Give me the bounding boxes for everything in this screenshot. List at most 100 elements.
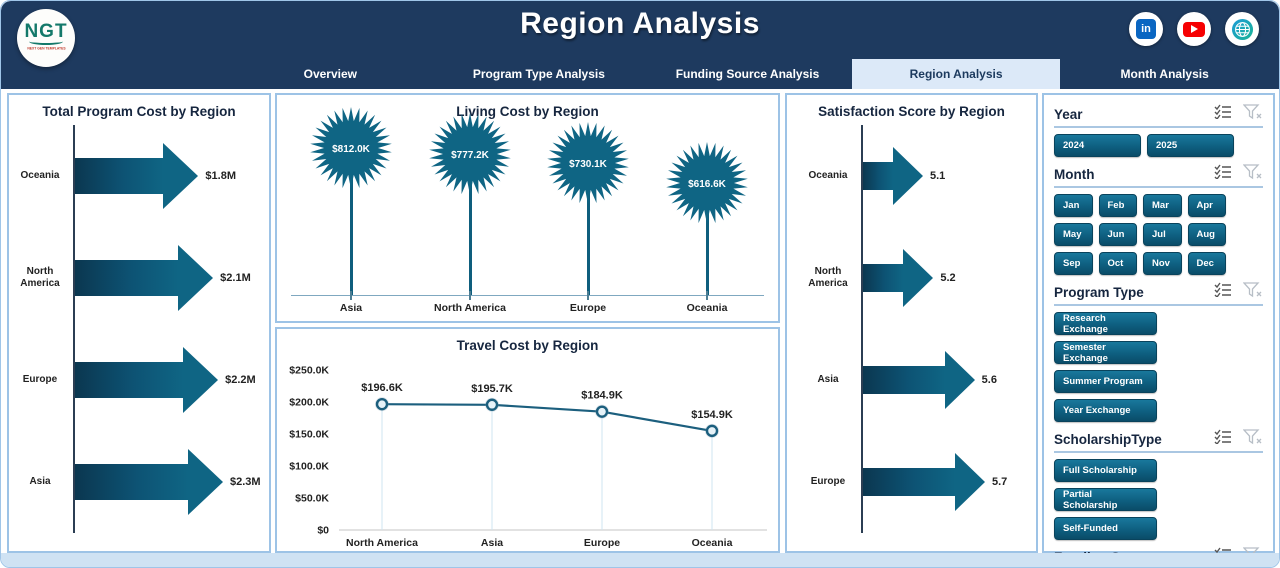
arrow-bar-europe[interactable]: $2.2M bbox=[75, 347, 256, 413]
filter-option-2025[interactable]: 2025 bbox=[1147, 134, 1234, 157]
filter-option-jun[interactable]: Jun bbox=[1098, 223, 1137, 246]
arrow-bar-north-america[interactable]: $2.1M bbox=[75, 245, 251, 311]
arrow-head bbox=[188, 449, 223, 515]
chart-title: Travel Cost by Region bbox=[456, 338, 599, 353]
lollipop-stem bbox=[706, 183, 709, 295]
filter-header: Program Type bbox=[1054, 281, 1263, 303]
filter-option-may[interactable]: May bbox=[1054, 223, 1093, 246]
tab-program-type-analysis[interactable]: Program Type Analysis bbox=[472, 67, 605, 81]
filter-option-feb[interactable]: Feb bbox=[1098, 194, 1137, 217]
star-marker-asia[interactable]: $812.0K bbox=[309, 106, 393, 195]
linkedin-icon[interactable]: in bbox=[1129, 12, 1163, 46]
star-marker-europe[interactable]: $730.1K bbox=[546, 121, 630, 210]
filter-option-jul[interactable]: Jul bbox=[1143, 223, 1182, 246]
clear-filter-icon[interactable] bbox=[1242, 281, 1263, 303]
arrow-bar-asia[interactable]: 5.6 bbox=[863, 351, 997, 409]
filter-option-semester-exchange[interactable]: Semester Exchange bbox=[1054, 341, 1157, 364]
svg-text:$100.0K: $100.0K bbox=[289, 461, 329, 473]
clear-filter-icon[interactable] bbox=[1242, 428, 1263, 450]
arrow-bar-europe[interactable]: 5.7 bbox=[863, 453, 1007, 511]
value-label: 5.7 bbox=[992, 476, 1008, 488]
arrow-bar-oceania[interactable]: 5.1 bbox=[863, 147, 945, 205]
category-label: North America bbox=[808, 265, 848, 290]
arrow-body bbox=[863, 264, 904, 292]
arrow-row: Oceania 5.1 bbox=[809, 125, 1036, 227]
value-label: $2.3M bbox=[230, 476, 261, 488]
panel-travel-cost: Travel Cost by Region $0$50.0K$100.0K$15… bbox=[275, 327, 780, 553]
arrow-row: Oceania $1.8M bbox=[21, 125, 269, 227]
category-label: Europe bbox=[810, 475, 846, 487]
multi-select-icon[interactable] bbox=[1214, 282, 1233, 302]
ngt-logo: NGT NEXT GEN TEMPLATES bbox=[17, 9, 75, 67]
tab-overview[interactable]: Overview bbox=[303, 67, 357, 81]
multi-select-icon[interactable] bbox=[1214, 429, 1233, 449]
multi-select-icon[interactable] bbox=[1214, 104, 1233, 124]
website-globe-icon[interactable] bbox=[1225, 12, 1259, 46]
svg-text:$196.6K: $196.6K bbox=[361, 382, 403, 394]
filter-option-sep[interactable]: Sep bbox=[1054, 252, 1093, 275]
category-label: Asia bbox=[29, 475, 51, 487]
filter-option-partial-scholarship[interactable]: Partial Scholarship bbox=[1054, 488, 1157, 511]
category-label: Oceania bbox=[20, 169, 60, 181]
header: NGT NEXT GEN TEMPLATES Region Analysis i… bbox=[1, 1, 1279, 89]
bottom-strip bbox=[1, 553, 1279, 567]
value-label: $2.1M bbox=[220, 272, 251, 284]
arrow-body bbox=[75, 464, 188, 500]
data-point-europe[interactable] bbox=[595, 405, 609, 418]
filter-option-year-exchange[interactable]: Year Exchange bbox=[1054, 399, 1157, 422]
data-point-north-america[interactable] bbox=[375, 397, 389, 411]
filter-option-oct[interactable]: Oct bbox=[1098, 252, 1137, 275]
filter-option-mar[interactable]: Mar bbox=[1143, 194, 1182, 217]
tab-funding-source-analysis[interactable]: Funding Source Analysis bbox=[675, 67, 820, 81]
arrow-head bbox=[903, 249, 934, 307]
filter-option-apr[interactable]: Apr bbox=[1187, 194, 1226, 217]
arrow-row: Asia $2.3M bbox=[29, 431, 269, 533]
clear-filter-icon[interactable] bbox=[1242, 163, 1263, 185]
svg-text:$50.0K: $50.0K bbox=[295, 493, 329, 505]
arrow-bar-asia[interactable]: $2.3M bbox=[75, 449, 261, 515]
chart-title: Total Program Cost by Region bbox=[42, 104, 236, 119]
x-axis-line bbox=[291, 295, 764, 296]
category-label: Oceania bbox=[808, 169, 848, 181]
arrow-bar-oceania[interactable]: $1.8M bbox=[75, 143, 236, 209]
filter-option-self-funded[interactable]: Self-Funded bbox=[1054, 517, 1157, 540]
arrow-body bbox=[863, 366, 945, 394]
multi-select-icon[interactable] bbox=[1214, 164, 1233, 184]
arrow-head bbox=[183, 347, 219, 413]
arrow-bar-north-america[interactable]: 5.2 bbox=[863, 249, 956, 307]
tab-month-analysis[interactable]: Month Analysis bbox=[1120, 67, 1209, 81]
arrow-body bbox=[75, 260, 179, 296]
clear-filter-icon[interactable] bbox=[1242, 103, 1263, 125]
filter-option-nov[interactable]: Nov bbox=[1143, 252, 1182, 275]
arrow-head bbox=[178, 245, 214, 311]
filter-option-2024[interactable]: 2024 bbox=[1054, 134, 1141, 157]
arrow-body bbox=[863, 162, 893, 190]
star-marker-north-america[interactable]: $777.2K bbox=[428, 112, 512, 201]
lollipop-stem bbox=[587, 162, 590, 295]
arrow-head bbox=[955, 453, 985, 511]
category-label: Asia bbox=[339, 302, 363, 314]
filter-option-jan[interactable]: Jan bbox=[1054, 194, 1093, 217]
svg-text:$150.0K: $150.0K bbox=[289, 429, 329, 441]
svg-text:Oceania: Oceania bbox=[692, 537, 733, 549]
category-label: North America bbox=[434, 302, 506, 314]
svg-text:$200.0K: $200.0K bbox=[289, 397, 329, 409]
star-marker-oceania[interactable]: $616.6K bbox=[665, 141, 749, 230]
filter-option-research-exchange[interactable]: Research Exchange bbox=[1054, 312, 1157, 335]
filter-option-aug[interactable]: Aug bbox=[1187, 223, 1226, 246]
youtube-icon[interactable] bbox=[1177, 12, 1211, 46]
divider bbox=[1054, 126, 1263, 128]
category-label: Oceania bbox=[686, 302, 728, 314]
filter-option-dec[interactable]: Dec bbox=[1187, 252, 1226, 275]
filter-option-full-scholarship[interactable]: Full Scholarship bbox=[1054, 459, 1157, 482]
axis-tick bbox=[350, 291, 352, 300]
data-point-asia[interactable] bbox=[485, 398, 499, 411]
arrow-row: Europe$2.2M bbox=[23, 329, 269, 431]
data-point-oceania[interactable] bbox=[705, 424, 719, 438]
filter-option-summer-program[interactable]: Summer Program bbox=[1054, 370, 1157, 393]
tab-region-analysis[interactable]: Region Analysis bbox=[851, 59, 1061, 89]
axis-tick bbox=[469, 291, 471, 300]
